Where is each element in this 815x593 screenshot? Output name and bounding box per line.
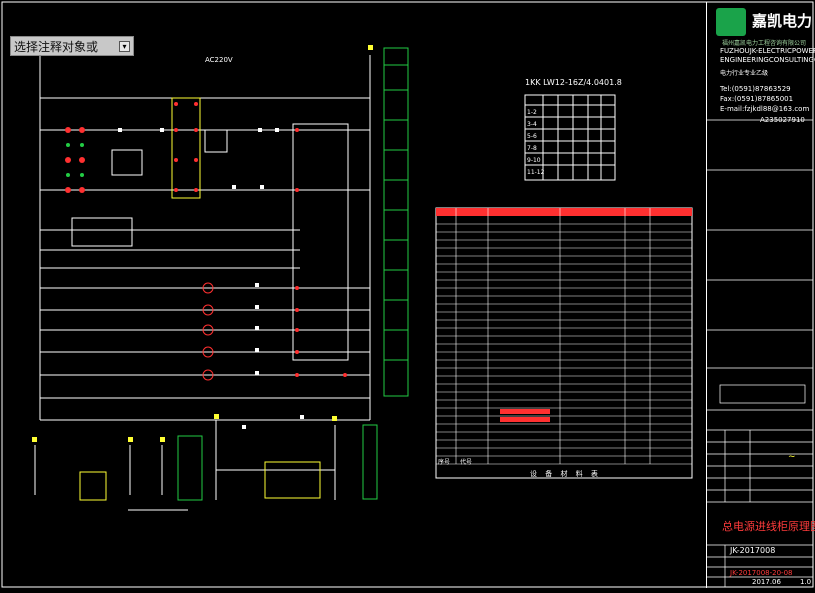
switch-table-row-label: 7-8: [527, 145, 537, 152]
lower-terminal-block-a: [79, 471, 107, 501]
switch-table-row-label: 5-6: [527, 133, 537, 140]
company-en-line1: FUZHOUJK-ELECTRICPOWER: [720, 47, 815, 55]
switch-table-row-label: 11-12: [527, 169, 545, 176]
bom-table: [435, 207, 693, 479]
switch-table-title: 1KK LW12-16Z/4.0401.8: [525, 78, 622, 87]
indicator-lamps: [202, 282, 214, 381]
ac-voltage-label: AC220V: [205, 56, 233, 64]
title-block: [706, 2, 815, 588]
yellow-markers: [32, 45, 373, 442]
company-logo-icon: [716, 8, 746, 36]
signature-mark: ~: [788, 452, 796, 462]
company-cn-name: 福州嘉凯电力工程咨询有限公司: [722, 40, 807, 47]
email-text: E-mail:fzjkdl88@163.com: [720, 105, 810, 113]
titleblock-grid: [706, 119, 813, 587]
lower-terminal-block-b: [264, 461, 321, 499]
bom-footer-label: 设 备 材 料 表: [530, 470, 601, 478]
tooltip-text: 选择注释对象或: [14, 40, 99, 54]
drawing-version: 1.0: [800, 578, 812, 586]
drawing-title: 总电源进线柜原理图二: [722, 520, 815, 533]
bom-header-seq: 序号: [438, 459, 451, 466]
switch-table-row-label: 1-2: [527, 109, 537, 116]
switch-contact-table: [524, 94, 616, 181]
fax-text: Fax:(0591)87865001: [720, 95, 794, 103]
control-circuit: [39, 55, 371, 421]
drawing-date: 2017.06: [752, 578, 781, 586]
terminal-block: [171, 97, 201, 199]
red-terminals: [65, 102, 347, 377]
dropdown-arrow-icon[interactable]: ▾: [119, 41, 130, 52]
switch-table-row-label: 3-4: [527, 121, 537, 128]
cert-number: A235027910: [760, 116, 805, 124]
company-en-line2: ENGINEERINGCONSULTINGCO.,LTD.: [720, 56, 815, 64]
annotation-prompt-tooltip[interactable]: 选择注释对象或 ▾: [10, 36, 134, 56]
terminal-strip: [177, 47, 409, 501]
tel-text: Tel:(0591)87863529: [720, 85, 791, 93]
drawing-number: JK-2017008: [730, 546, 776, 555]
bom-header-code: 代号: [460, 459, 473, 466]
green-terminals: [66, 143, 84, 177]
cert-label: 电力行业专业乙级: [720, 70, 769, 77]
company-short-name: 嘉凯电力: [752, 12, 813, 30]
drawing-number-full: JK-2017008-20-08: [730, 569, 793, 577]
component-tags: [118, 128, 304, 429]
project-name-box: [719, 384, 806, 404]
switch-table-row-label: 9-10: [527, 157, 541, 164]
lower-circuits: [34, 420, 336, 511]
